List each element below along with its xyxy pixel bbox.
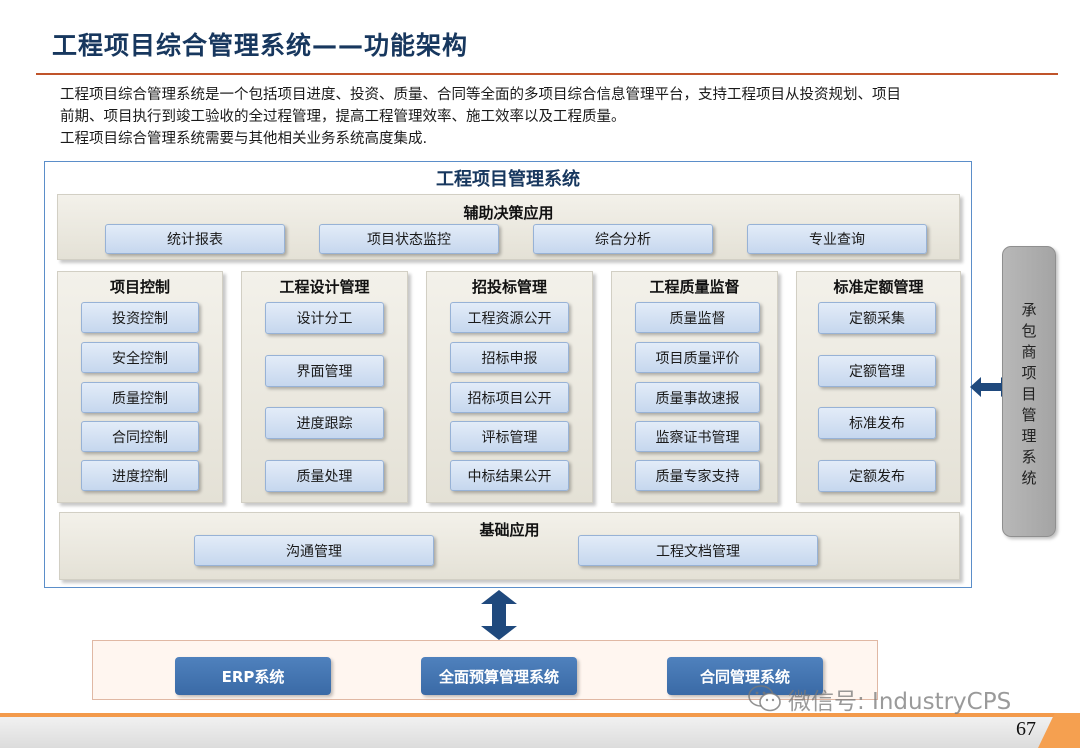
page-title: 工程项目综合管理系统——功能架构 [52,31,469,60]
module-item: 定额管理 [818,355,936,387]
decision-item: 专业查询 [747,224,927,254]
module-item: 质量专家支持 [635,460,760,491]
watermark-text: 微信号: IndustryCPS [788,689,1012,715]
module-title: 标准定额管理 [833,278,924,296]
title-divider [36,73,1058,75]
contractor-char: 商 [1021,343,1037,361]
wechat-icon [748,685,781,712]
module-item: 评标管理 [450,421,569,452]
contractor-char: 承 [1021,301,1037,319]
decision-title: 辅助决策应用 [463,204,554,222]
module-item: 设计分工 [265,302,384,334]
footer-accent-line [0,713,1080,717]
footer-bar [0,717,1080,748]
contractor-system-label: 承 包 商 项 目 管 理 系 统 [1002,300,1056,489]
contractor-char: 系 [1021,448,1037,466]
intro-line-2: 前期、项目执行到竣工验收的全过程管理，提高工程管理效率、施工效率以及工程质量。 [60,109,626,125]
module-item: 质量控制 [81,382,199,413]
module-item: 招标项目公开 [450,382,569,413]
basic-item: 工程文档管理 [578,535,818,566]
module-item: 项目质量评价 [635,342,760,373]
module-item: 招标申报 [450,342,569,373]
module-item: 中标结果公开 [450,460,569,491]
module-item: 定额采集 [818,302,936,334]
intro-line-1: 工程项目综合管理系统是一个包括项目进度、投资、质量、合同等全面的多项目综合信息管… [60,87,901,103]
contractor-char: 理 [1021,427,1037,445]
module-item: 定额发布 [818,460,936,492]
module-item: 标准发布 [818,407,936,439]
module-title: 工程设计管理 [279,278,370,296]
module-item: 进度控制 [81,460,199,491]
module-item: 监察证书管理 [635,421,760,452]
module-item: 质量处理 [265,460,384,492]
decision-item: 综合分析 [533,224,713,254]
external-system-item: 全面预算管理系统 [421,657,577,695]
contractor-char: 统 [1021,469,1037,487]
module-item: 合同控制 [81,421,199,452]
module-item: 安全控制 [81,342,199,373]
external-system-item: 合同管理系统 [667,657,823,695]
watermark: 微信号: IndustryCPS [748,682,1011,716]
contractor-char: 包 [1021,322,1037,340]
decision-item: 统计报表 [105,224,285,254]
module-item: 界面管理 [265,355,384,387]
module-title: 工程质量监督 [649,278,740,296]
basic-title: 基础应用 [479,521,540,539]
module-item: 工程资源公开 [450,302,569,333]
module-item: 投资控制 [81,302,199,333]
module-title: 项目控制 [109,278,170,296]
module-item: 进度跟踪 [265,407,384,439]
intro-text: 工程项目综合管理系统是一个包括项目进度、投资、质量、合同等全面的多项目综合信息管… [60,84,1050,150]
basic-item: 沟通管理 [194,535,434,566]
module-item: 质量事故速报 [635,382,760,413]
module-item: 质量监督 [635,302,760,333]
contractor-char: 项 [1021,364,1037,382]
decision-item: 项目状态监控 [319,224,499,254]
system-title: 工程项目管理系统 [436,169,580,190]
external-system-item: ERP系统 [175,657,331,695]
module-title: 招投标管理 [471,278,547,296]
page-number: 67 [1016,718,1036,740]
contractor-system-box [1002,246,1056,537]
vertical-double-arrow [481,590,517,640]
horizontal-double-arrow [970,377,1012,397]
intro-line-3: 工程项目综合管理系统需要与其他相关业务系统高度集成. [60,131,428,147]
contractor-char: 管 [1021,406,1037,424]
contractor-char: 目 [1021,385,1037,403]
